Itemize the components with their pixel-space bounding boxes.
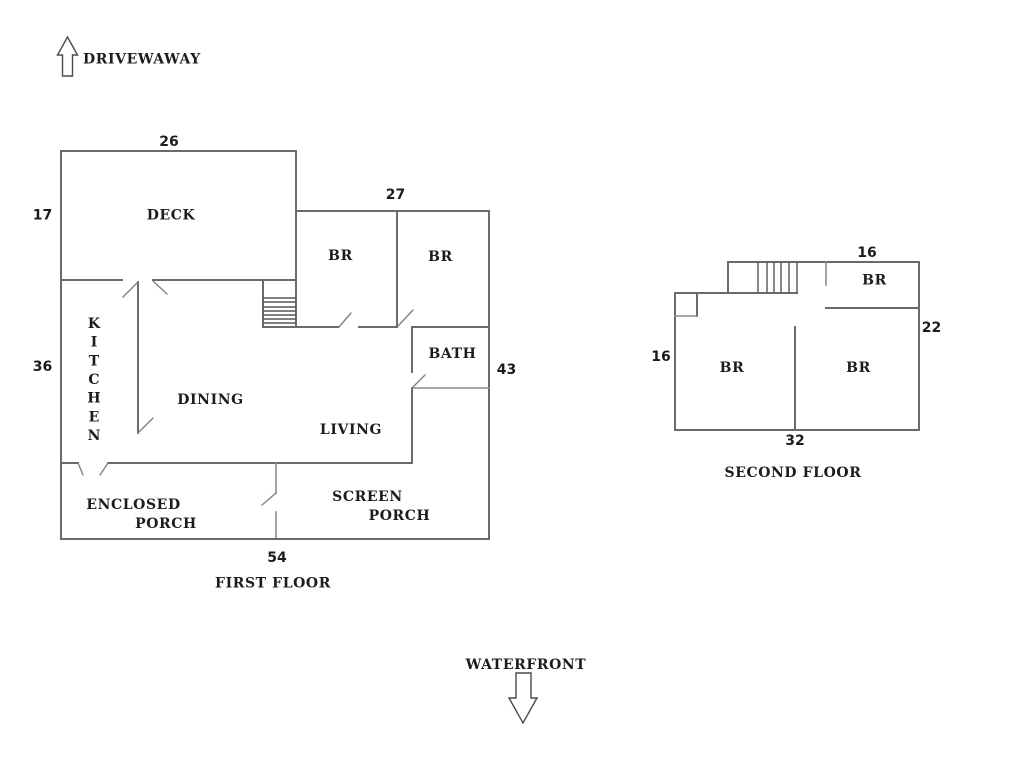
room-label-living: LIVING (320, 422, 382, 438)
vertical-label-letter: K (88, 316, 101, 332)
driveway-indicator: DRIVEWAWAY (56, 35, 201, 77)
second-floor-room-labels: BR BR BR (720, 273, 887, 377)
room-label-bedroom-1: BR (328, 248, 353, 264)
dimension-right-depth: 43 (497, 362, 516, 378)
room-label-bath: BATH (429, 346, 477, 362)
dimension-overall-width: 32 (785, 433, 804, 449)
dimension-left-depth: 16 (651, 349, 670, 365)
waterfront-label: WATERFRONT (465, 657, 587, 673)
driveway-label: DRIVEWAWAY (83, 52, 201, 68)
dimension-top-width: 16 (857, 245, 876, 261)
vertical-label-letter: N (88, 428, 101, 444)
room-label-deck: DECK (147, 208, 196, 224)
vertical-label-letter: E (89, 409, 100, 425)
kitchen-deck-door-swing (122, 281, 139, 298)
room-label-bedroom-small: BR (862, 273, 887, 289)
kitchen-porch-door-swing-left (77, 462, 84, 476)
room-label-enclosed-porch-line-2: PORCH (135, 516, 197, 532)
dimension-right-depth: 22 (922, 320, 941, 336)
room-label-dining: DINING (177, 392, 243, 408)
second-floor-stairs (757, 262, 798, 293)
first-floor-dimensions: 26 17 27 36 43 54 (33, 134, 516, 566)
vertical-label-letter: T (89, 353, 100, 369)
dimension-deck-depth: 17 (33, 208, 52, 224)
vertical-label-letter: I (91, 335, 98, 351)
arrow-down-icon (507, 672, 539, 725)
arrow-up-icon (56, 35, 79, 77)
dimension-deck-width: 26 (159, 134, 178, 150)
vertical-label-letter: C (88, 372, 99, 388)
room-label-bedroom-right: BR (846, 360, 871, 376)
first-floor-stairs (262, 279, 296, 328)
second-floor-dimensions: 16 22 16 32 (651, 245, 941, 449)
porch-divider-door-swing (261, 492, 277, 506)
bath-door-swing (411, 374, 426, 389)
first-floor-title: FIRST FLOOR (215, 576, 331, 592)
dimension-overall-width: 54 (267, 550, 287, 566)
bedroom-2-door-swing (397, 309, 414, 327)
second-floor-plan: 16 22 16 32 BR BR BR SECOND FLOOR (651, 245, 941, 481)
dimension-bedroom-wing-width: 27 (386, 187, 405, 203)
bedroom-1-door-swing (338, 312, 352, 328)
second-floor-title: SECOND FLOOR (725, 465, 862, 481)
room-label-enclosed-porch-line-1: ENCLOSED (86, 497, 180, 513)
first-floor-walls (60, 150, 490, 540)
vertical-label-letter: H (87, 391, 100, 407)
kitchen-porch-door-swing-right (99, 462, 109, 476)
waterfront-indicator: WATERFRONT (465, 657, 587, 725)
dining-deck-door-swing (152, 280, 168, 295)
dimension-left-depth: 36 (33, 359, 52, 375)
kitchen-dining-door-swing (137, 417, 154, 434)
room-label-screen-porch-line-1: SCREEN (332, 489, 403, 505)
first-floor-doors (77, 280, 426, 506)
room-label-bedroom-left: BR (720, 360, 745, 376)
second-floor-walls (674, 261, 920, 431)
room-label-screen-porch-line-2: PORCH (369, 508, 431, 524)
room-label-bedroom-2: BR (428, 249, 453, 265)
